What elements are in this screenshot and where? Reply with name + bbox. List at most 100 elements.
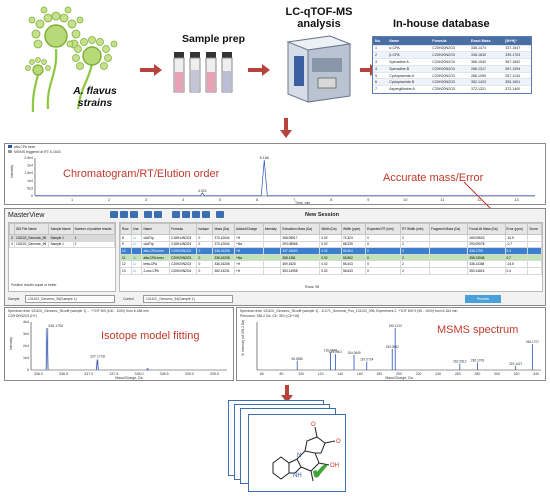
y-axis-label: % Intensity (of 336.2 Da) bbox=[241, 320, 245, 356]
x-tick-label: 339.0 bbox=[185, 372, 194, 376]
results-cell: 56.443 bbox=[340, 260, 367, 268]
grid-icon[interactable] bbox=[154, 211, 162, 218]
chrom-legend1: alfa CPA inner bbox=[8, 145, 35, 149]
results-cell bbox=[527, 240, 542, 249]
db-cell: Speradine B bbox=[387, 64, 431, 73]
results-cell: C20H20N2O3 bbox=[169, 253, 198, 262]
db-cell: C20H20N2O3 bbox=[430, 44, 469, 52]
x-tick-label: 7 bbox=[293, 198, 295, 202]
use-checkbox[interactable]: ☑ bbox=[133, 262, 136, 267]
settings-icon[interactable] bbox=[172, 211, 180, 218]
isotope-model-bar bbox=[95, 359, 99, 370]
x-tick-label: 180 bbox=[376, 372, 382, 376]
results-cell: 352.14231 bbox=[212, 266, 235, 275]
results-col-1: Use bbox=[131, 223, 143, 235]
chart-icon[interactable] bbox=[202, 211, 210, 218]
results-col-4: Isotope bbox=[196, 223, 214, 235]
masterview-panel: MasterView New Session IDS File Name Sam… bbox=[4, 208, 546, 306]
db-cell: 373.1400 bbox=[503, 85, 531, 93]
results-cell: 0.02 bbox=[319, 240, 342, 249]
chromatogram-annotation: Chromatogram/RT/Elution order bbox=[63, 168, 220, 180]
x-tick-label: 5 bbox=[219, 198, 221, 202]
results-cell: +H bbox=[233, 260, 264, 268]
results-cell: 12 bbox=[120, 260, 133, 268]
results-col-12: RT Width (min) bbox=[400, 223, 431, 235]
spectrum-peak bbox=[45, 327, 49, 371]
results-cell: cAATrp bbox=[141, 234, 171, 242]
db-cell: 2 bbox=[373, 51, 388, 59]
results-cell: 0 bbox=[365, 266, 402, 275]
peak-label: 337.1728 bbox=[90, 355, 105, 359]
results-cell: 336.16208 bbox=[212, 260, 235, 268]
x-tick-label: 13 bbox=[514, 198, 518, 202]
db-cell: 353.1501 bbox=[503, 78, 531, 86]
sample-table-wrap: IDS File Name Sample Name Number of posi… bbox=[8, 222, 116, 292]
aspergillus-illustration bbox=[25, 6, 118, 112]
use-checkbox[interactable]: ☑ bbox=[133, 235, 136, 240]
use-checkbox[interactable]: ☑ bbox=[133, 248, 136, 253]
filter-icon[interactable] bbox=[182, 211, 190, 218]
results-cell bbox=[262, 234, 282, 242]
db-cell: 266.1055 bbox=[468, 71, 504, 79]
results-cell: 55.862 bbox=[340, 253, 367, 262]
use-checkbox[interactable]: ☑ bbox=[133, 255, 136, 260]
sample-select[interactable]: 131102_Genomic_96(Sample 1) bbox=[25, 295, 115, 303]
export-icon[interactable] bbox=[130, 211, 138, 218]
process-button[interactable]: Process bbox=[465, 295, 501, 303]
svg-text:O: O bbox=[311, 422, 316, 428]
db-cell: 7 bbox=[373, 85, 388, 93]
results-cell: 0 bbox=[196, 247, 214, 255]
x-tick-label: 120 bbox=[318, 372, 324, 376]
print-icon[interactable] bbox=[144, 211, 152, 218]
masterview-title: MasterView bbox=[8, 212, 45, 219]
results-cell: ☑ bbox=[131, 260, 143, 268]
x-tick-label: 12 bbox=[477, 198, 481, 202]
x-tick-label: 8 bbox=[330, 198, 332, 202]
x-tick-label: 140 bbox=[337, 372, 343, 376]
peak-label: 262.0812 bbox=[453, 360, 467, 364]
results-cell: C16H14N2O3 bbox=[169, 240, 198, 249]
db-cell: 6 bbox=[373, 78, 388, 86]
peak-label: 336.1705 bbox=[48, 324, 63, 328]
table-icon[interactable] bbox=[192, 211, 200, 218]
results-col-8: Extraction Mass (Da) bbox=[280, 223, 321, 235]
results-cell: 0 bbox=[196, 240, 214, 249]
x-tick-label: 6 bbox=[256, 198, 258, 202]
x-tick-label: 3 bbox=[145, 198, 147, 202]
results-cell: 270.10044 bbox=[212, 234, 235, 242]
arrow-down-icon bbox=[280, 118, 292, 138]
results-cell: 2 bbox=[400, 260, 431, 268]
results-cell bbox=[262, 266, 282, 275]
results-cell: 0.02 bbox=[319, 266, 342, 275]
control-select[interactable]: 131102_Genomic_94(Sample 1) bbox=[143, 295, 233, 303]
db-cell: Cyclopiamide A bbox=[387, 71, 431, 79]
x-tick-label: 336.0 bbox=[34, 372, 43, 376]
save-icon[interactable] bbox=[120, 211, 128, 218]
lcms-title-line1: LC-qTOF-MS bbox=[285, 6, 353, 18]
results-col-7: Intensity bbox=[262, 223, 282, 235]
use-checkbox[interactable]: ☑ bbox=[133, 242, 136, 247]
results-cell bbox=[262, 253, 282, 262]
y-tick-label: 3e4 bbox=[23, 332, 29, 336]
use-checkbox[interactable]: ☑ bbox=[133, 268, 136, 273]
results-col-10: Width (ppm) bbox=[340, 223, 367, 235]
results-cell: 0 bbox=[365, 247, 402, 255]
results-cell: 359.1526 bbox=[280, 260, 321, 268]
open-icon[interactable] bbox=[110, 211, 118, 218]
results-cell: -24.5 bbox=[504, 260, 529, 268]
help-icon[interactable] bbox=[216, 211, 224, 218]
db-col-1: Name bbox=[387, 37, 431, 45]
results-cell: 56.633 bbox=[340, 266, 367, 275]
